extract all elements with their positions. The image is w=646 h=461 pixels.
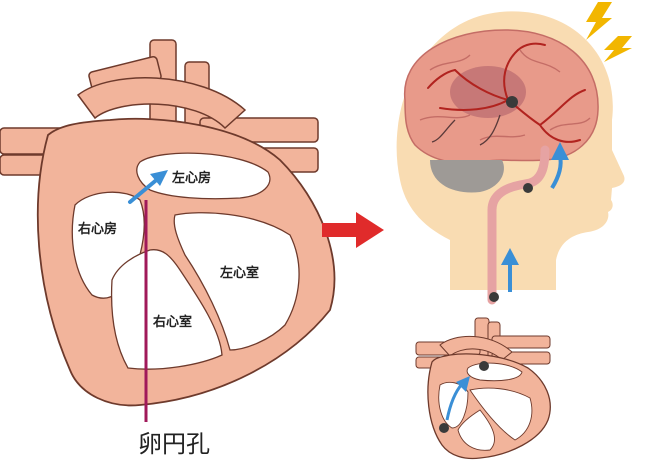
head-profile bbox=[396, 11, 625, 305]
clot-icon bbox=[489, 292, 499, 302]
brain-vessels bbox=[427, 42, 586, 143]
brain-sulci bbox=[419, 49, 591, 141]
flow-arrow-icon bbox=[128, 170, 168, 204]
clot-icon bbox=[439, 423, 449, 433]
foramen-ovale-label: 卵円孔 bbox=[138, 430, 210, 458]
flow-arrow-icon bbox=[501, 248, 519, 292]
carotid-artery bbox=[487, 145, 550, 305]
heart-large bbox=[0, 39, 336, 407]
brain-vessels-dark bbox=[431, 114, 501, 146]
flow-arrow-icon bbox=[550, 142, 569, 190]
clot-icon bbox=[523, 183, 533, 193]
right-ventricle-label: 右心室 bbox=[152, 314, 192, 330]
flow-arrow-icon bbox=[445, 376, 470, 421]
transition-arrow-icon bbox=[322, 212, 384, 248]
heart-small bbox=[415, 317, 551, 460]
lightning-icon bbox=[586, 2, 632, 62]
left-ventricle-label: 左心室 bbox=[220, 265, 259, 281]
left-atrium-label: 左心房 bbox=[172, 170, 211, 186]
right-atrium-label: 右心房 bbox=[77, 221, 117, 237]
brain bbox=[404, 29, 599, 164]
left-atrium-chamber bbox=[136, 152, 271, 200]
clot-icon bbox=[479, 361, 489, 371]
left-ventricle-chamber bbox=[173, 212, 300, 351]
cerebellum bbox=[430, 160, 504, 193]
right-ventricle-chamber bbox=[110, 249, 223, 370]
clot-icon bbox=[506, 96, 518, 108]
